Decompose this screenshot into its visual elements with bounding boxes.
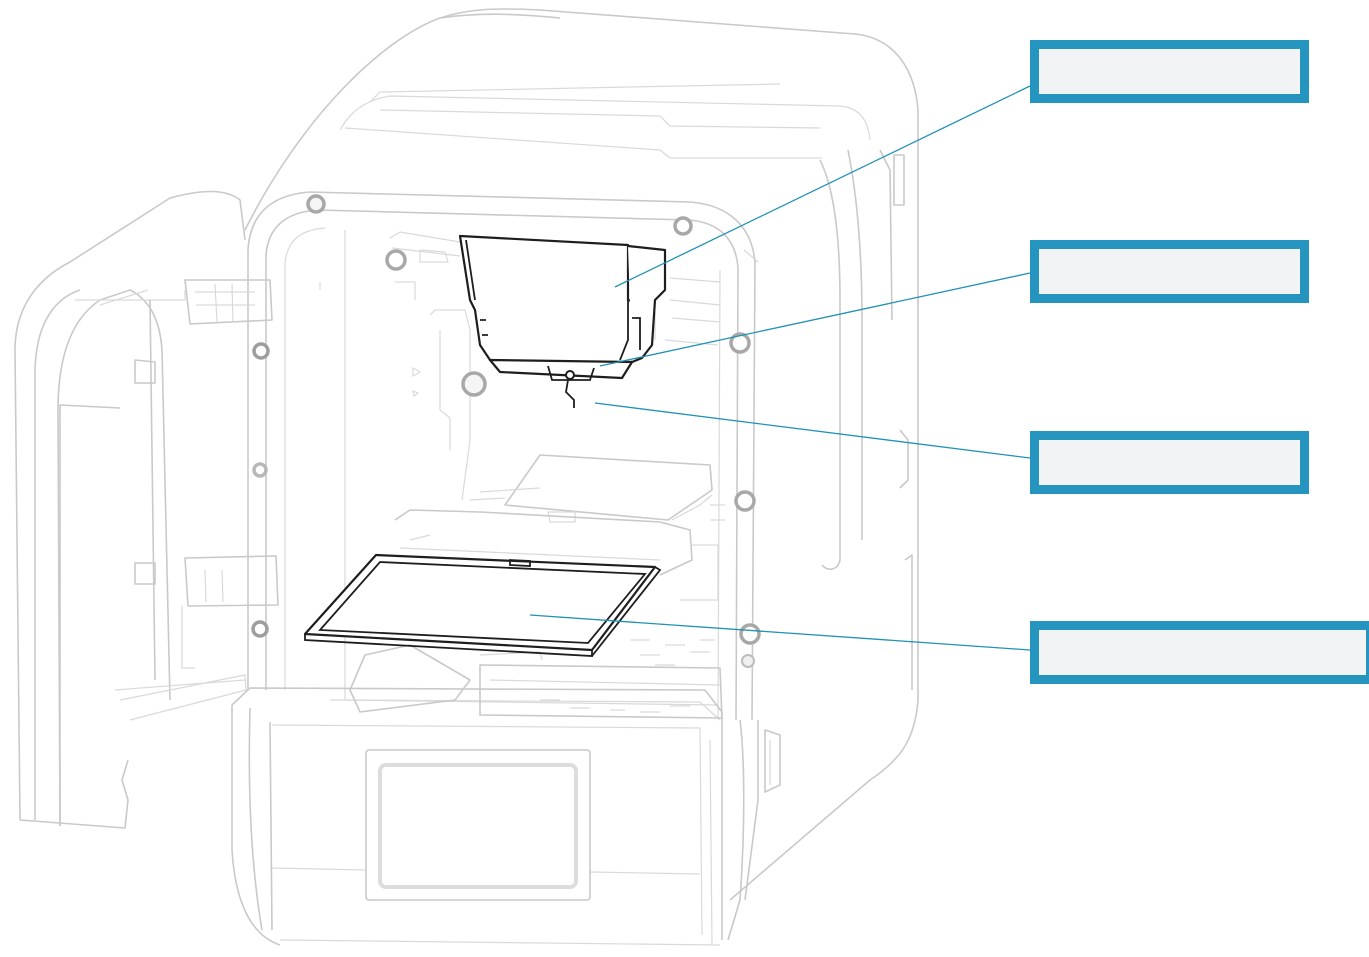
leader-line-4 bbox=[529, 614, 1031, 651]
door bbox=[14, 190, 279, 829]
leader-line-2 bbox=[599, 272, 1031, 367]
printer-body bbox=[231, 8, 919, 946]
interior bbox=[306, 194, 761, 719]
build-plate bbox=[303, 553, 662, 657]
leader-line-3 bbox=[594, 402, 1031, 459]
extruder-assembly bbox=[458, 234, 667, 408]
callout-box-2 bbox=[1030, 240, 1309, 303]
callout-box-4 bbox=[1030, 621, 1369, 684]
leader-line-1 bbox=[614, 85, 1031, 288]
leader-lines bbox=[529, 85, 1031, 651]
callout-box-3 bbox=[1030, 431, 1309, 494]
callout-box-1 bbox=[1030, 40, 1309, 103]
